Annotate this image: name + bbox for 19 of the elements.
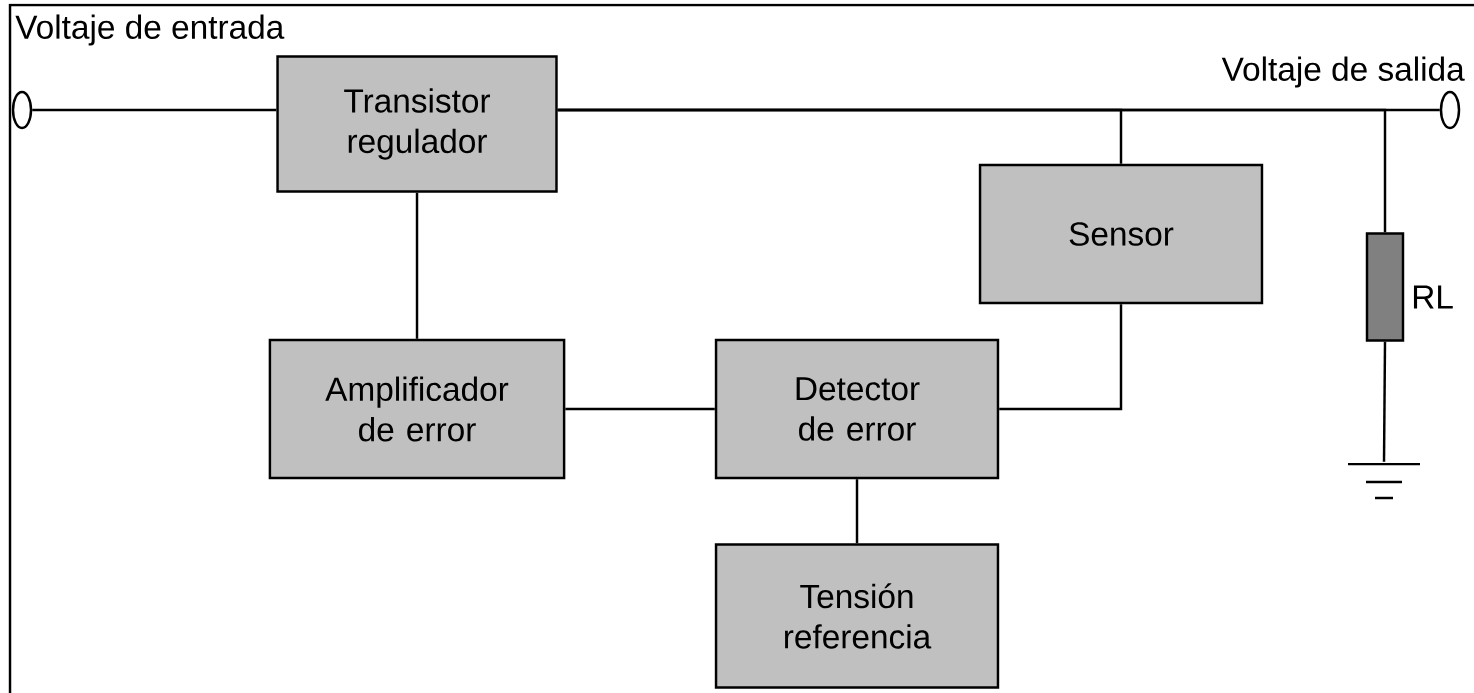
terminal-label: Voltaje de salida xyxy=(1221,56,1465,88)
resistor-symbol xyxy=(1365,232,1405,342)
connector-line xyxy=(32,108,277,112)
connector-line xyxy=(999,304,1123,411)
block-box: Amplificador de error xyxy=(268,338,566,480)
block-box: Transistor regulador xyxy=(276,55,558,193)
terminal-label: Voltaje de entrada xyxy=(15,14,285,46)
block-box: Sensor xyxy=(978,163,1264,305)
ground-symbol xyxy=(1348,463,1420,500)
block-box: Tensión referencia xyxy=(714,543,1000,689)
terminal-circle xyxy=(1439,90,1461,130)
terminal-circle xyxy=(11,90,33,130)
connector-line xyxy=(855,479,859,544)
component-label: RL xyxy=(1413,285,1453,309)
connector-line xyxy=(1382,341,1387,462)
connector-line xyxy=(557,108,1387,233)
block-box: Detector de error xyxy=(714,338,1000,480)
connector-line xyxy=(415,192,419,339)
connector-line xyxy=(565,407,715,411)
